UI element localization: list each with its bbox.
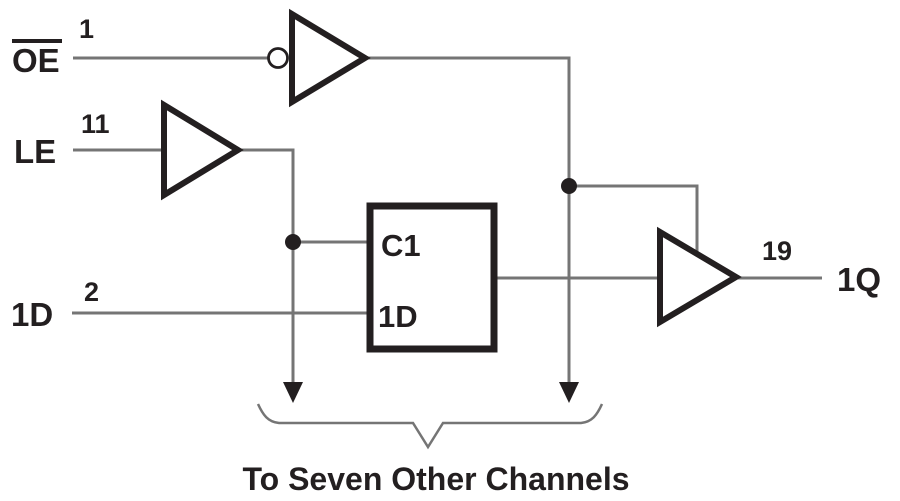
latch-clock-label: C1 — [381, 228, 421, 263]
d-signal-label: 1D — [11, 296, 53, 333]
caption-text: To Seven Other Channels — [242, 461, 629, 497]
label-group: OE 1 LE 11 1D 2 C1 1D 19 1Q To Seven Oth… — [11, 14, 881, 497]
solid-marks-group — [12, 39, 579, 403]
junction-dot — [285, 234, 301, 250]
junction-dot — [561, 178, 577, 194]
q-signal-label: 1Q — [837, 261, 881, 298]
oe-output-wire — [366, 56, 571, 384]
oe-overbar — [12, 39, 62, 43]
latch-data-label: 1D — [378, 299, 418, 334]
output-enable-branch-wire — [569, 184, 699, 256]
oe-inverter-buffer-icon — [289, 8, 371, 108]
le-pin-number: 11 — [81, 109, 110, 139]
arrow-down-icon — [559, 382, 579, 403]
q-pin-number: 19 — [762, 236, 792, 266]
inversion-bubble-icon — [267, 47, 289, 69]
arrow-down-icon — [283, 382, 303, 403]
oe-signal-label: OE — [12, 42, 60, 79]
latch-box — [366, 202, 498, 353]
wire-group — [72, 56, 822, 384]
le-output-wire — [238, 148, 295, 384]
le-buffer-icon — [161, 99, 244, 201]
output-buffer-icon — [657, 226, 742, 328]
le-signal-label: LE — [14, 133, 56, 170]
oe-pin-number: 1 — [79, 14, 94, 44]
curly-brace-icon — [256, 403, 604, 450]
component-group — [161, 8, 742, 353]
d-pin-number: 2 — [84, 277, 99, 307]
